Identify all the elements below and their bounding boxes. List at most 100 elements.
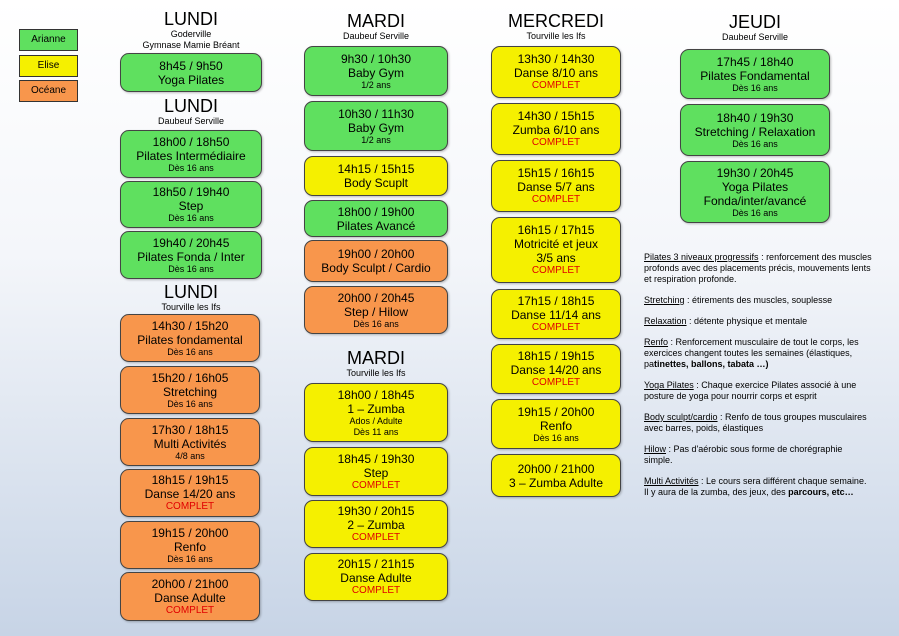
class-time: 19h30 / 20h15 [337,504,415,518]
class-age: 1/2 ans [361,134,391,145]
class-time: 14h15 / 15h15 [337,162,415,176]
day-title: JEUDI [728,12,781,32]
note-text: : détente physique et mentale [686,316,808,326]
class-name: Danse Adulte [340,571,412,585]
class-card: 17h15 / 18h15 Danse 11/14 ans COMPLET [491,289,621,339]
class-name: Renfo [539,418,573,433]
class-card: 14h15 / 15h15 Body Scuplt [304,156,448,196]
class-time: 13h30 / 14h30 [517,52,595,66]
class-card: 20h15 / 21h15 Danse Adulte COMPLET [304,553,448,601]
class-time: 18h40 / 19h30 [716,110,794,125]
class-name: 1 – Zumba [347,401,405,416]
note-key: Body sculpt/cardio [644,412,718,422]
class-name: Baby Gym [347,120,404,135]
status-complet: COMPLET [531,265,581,276]
day-title: MARDI [347,348,405,368]
status-complet: COMPLET [351,532,401,543]
class-time: 20h00 / 20h45 [337,290,415,305]
class-card: 18h15 / 19h15 Danse 14/20 ans COMPLET [491,344,621,394]
class-time: 18h15 / 19h15 [517,349,595,363]
jeudi-header: JEUDI Daubeuf Serville [680,12,830,43]
class-time: 14h30 / 15h20 [151,318,229,333]
class-age: 3/5 ans [536,251,576,265]
class-time: 18h15 / 19h15 [151,473,229,487]
note-key: Pilates 3 niveaux progressifs [644,252,759,262]
class-name: Body Scuplt [343,176,409,190]
class-time: 19h15 / 20h00 [517,404,595,419]
note-key: Relaxation [644,316,687,326]
class-age: Dès 16 ans [732,138,778,149]
note-relaxation: Relaxation : détente physique et mentale [644,316,872,327]
class-name: Zumba 6/10 ans [512,123,600,137]
status-complet: COMPLET [351,585,401,596]
status-complet: COMPLET [531,80,581,91]
class-time: 19h00 / 20h00 [337,247,415,261]
course-descriptions: Pilates 3 niveaux progressifs : renforce… [644,252,872,508]
class-name: Yoga Pilates [157,72,225,87]
class-level: Fonda/inter/avancé [703,193,807,208]
class-card: 20h00 / 20h45 Step / Hilow Dès 16 ans [304,286,448,334]
class-card: 8h45 / 9h50 Yoga Pilates [120,53,262,92]
note-multi-activites: Multi Activités : Le cours sera différen… [644,476,872,498]
day-title: MERCREDI [507,11,604,31]
class-name: Danse 8/10 ans [513,66,599,80]
class-card: 20h00 / 21h00 3 – Zumba Adulte [491,454,621,497]
legend-oceane: Océane [19,80,78,102]
note-key: Stretching [644,295,685,305]
class-time: 16h15 / 17h15 [517,223,595,237]
note-text: : renforcement des muscles profonds avec… [644,252,872,284]
mercredi-header: MERCREDI Tourville les Ifs [491,11,621,42]
class-time: 15h20 / 16h05 [151,370,229,385]
class-time: 17h30 / 18h15 [151,422,229,437]
note-key: Renfo [644,337,669,347]
note-text: : étirements des muscles, souplesse [684,295,833,305]
class-age: Dès 11 ans [353,426,399,437]
class-card: 17h45 / 18h40 Pilates Fondamental Dès 16… [680,49,830,99]
class-card: 15h20 / 16h05 Stretching Dès 16 ans [120,366,260,414]
location: Tourville les Ifs [161,302,221,312]
note-bold: tinettes, ballons, tabata …) [654,359,769,369]
status-complet: COMPLET [165,501,215,512]
class-card: 16h15 / 17h15 Motricité et jeux 3/5 ans … [491,217,621,283]
lundi2-header: LUNDI Daubeuf Serville [120,96,262,127]
class-name: Step [363,465,389,480]
class-time: 10h30 / 11h30 [338,106,414,121]
class-name: Pilates Avancé [336,218,416,233]
class-time: 17h45 / 18h40 [716,54,794,69]
class-name: Pilates Fonda / Inter [137,249,245,264]
class-age: Dès 16 ans [732,82,778,93]
class-name: Danse 14/20 ans [510,363,602,377]
note-text: : Renforcement musculaire de tout le cor… [644,337,859,369]
class-time: 20h00 / 21h00 [151,576,229,591]
class-card: 19h40 / 20h45 Pilates Fonda / Inter Dès … [120,231,262,279]
class-age: 1/2 ans [361,79,391,90]
class-age: Dès 16 ans [167,346,213,357]
class-card: 18h45 / 19h30 Step COMPLET [304,447,448,496]
class-card: 14h30 / 15h20 Pilates fondamental Dès 16… [120,314,260,362]
class-age: Dès 16 ans [732,207,778,218]
class-card: 19h30 / 20h45 Yoga Pilates Fonda/inter/a… [680,161,830,223]
legend-elise: Elise [19,55,78,77]
note-stretching: Stretching : étirements des muscles, sou… [644,295,872,306]
day-title: LUNDI [163,96,218,116]
location-detail: Gymnase Mamie Bréant [142,40,240,50]
status-complet: COMPLET [531,194,581,205]
class-audience: Ados / Adulte [349,415,403,426]
class-name: Body Sculpt / Cardio [321,261,431,275]
class-card: 20h00 / 21h00 Danse Adulte COMPLET [120,572,260,621]
note-key: Yoga Pilates [644,380,694,390]
status-complet: COMPLET [531,377,581,388]
class-name: Pilates Fondamental [700,68,810,83]
note-text: : Chaque exercice Pilates associé à une … [644,380,857,401]
class-card: 18h50 / 19h40 Step Dès 16 ans [120,181,262,228]
class-time: 18h00 / 18h45 [337,387,415,402]
class-name: Danse 11/14 ans [511,308,601,322]
class-name: Danse Adulte [154,590,226,605]
note-renfo: Renfo : Renforcement musculaire de tout … [644,337,872,370]
lundi1-header: LUNDI Goderville Gymnase Mamie Bréant [120,9,262,51]
class-card: 18h15 / 19h15 Danse 14/20 ans COMPLET [120,469,260,517]
class-age: Dès 16 ans [353,318,399,329]
class-card: 9h30 / 10h30 Baby Gym 1/2 ans [304,46,448,96]
status-complet: COMPLET [531,137,581,148]
class-age: 4/8 ans [175,450,205,461]
